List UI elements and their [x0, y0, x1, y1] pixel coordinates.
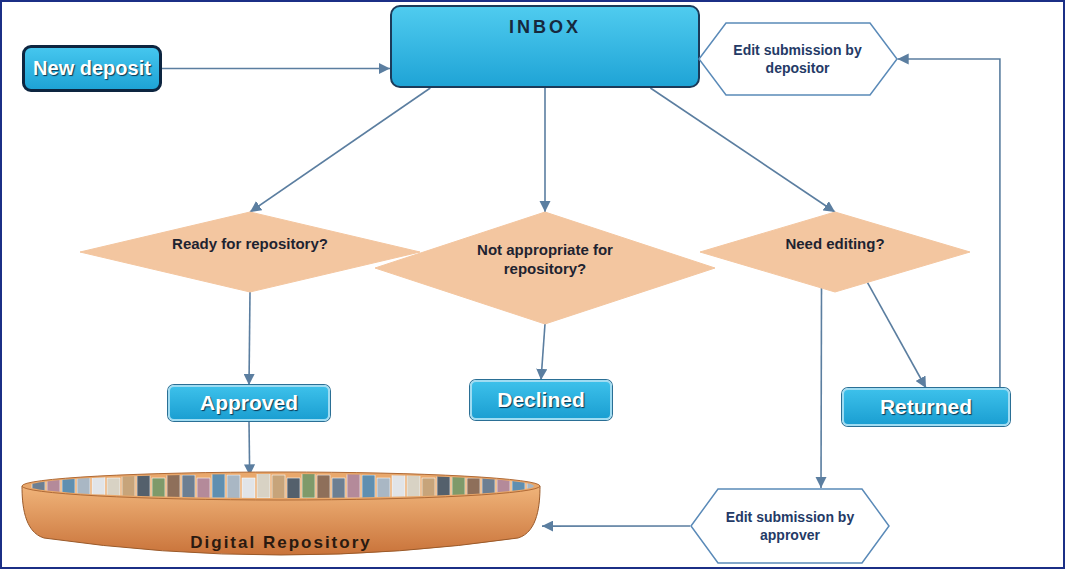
thumbnail: [122, 472, 135, 498]
text-group: INBOX: [509, 17, 581, 38]
drum-rim: [22, 472, 540, 500]
thumbnail: [482, 472, 495, 498]
node-label: INBOX: [509, 17, 581, 38]
decision-diamond: Ready for repository?: [80, 212, 420, 292]
thumbnail: [317, 475, 330, 501]
thumbnail: [407, 475, 420, 501]
text-group: Need editing?: [785, 234, 884, 253]
thumbnail: [182, 475, 195, 501]
status-box: Returned: [842, 388, 1010, 426]
thumbnail: [437, 472, 450, 498]
status-box: New deposit: [22, 45, 162, 92]
thumbnail: [452, 475, 465, 501]
flow-arrow: [162, 68, 390, 70]
decision-diamond: Not appropriate for repository?: [375, 212, 715, 324]
flow-arrow: [541, 324, 545, 380]
edit-hexagon: Edit submission by approver: [690, 488, 890, 564]
node-label: Edit submission by approver: [720, 508, 860, 544]
thumbnail: [512, 478, 525, 504]
flow-arrow: [542, 525, 690, 527]
text-group: New deposit: [33, 57, 151, 80]
text-group: Edit submission by depositor: [728, 41, 868, 77]
thumbnail: [227, 475, 240, 501]
edit-hexagon: Edit submission by depositor: [698, 22, 898, 96]
flow-arrow: [820, 288, 822, 488]
text-group: Not appropriate for repository?: [465, 240, 625, 278]
thumbnail: [62, 478, 75, 504]
text-group: Returned: [880, 395, 972, 419]
repository-drum: Digital Repository: [20, 470, 542, 562]
thumbnail: [347, 472, 360, 498]
decision-diamond: Need editing?: [700, 212, 970, 292]
text-group: Declined: [497, 388, 585, 412]
text-group: Digital Repository: [190, 533, 371, 553]
thumbnail: [47, 475, 60, 501]
flow-arrow: [249, 292, 250, 385]
thumbnail: [242, 478, 255, 504]
text-group: Ready for repository?: [172, 234, 328, 253]
node-label: Need editing?: [785, 234, 884, 253]
thumbnail: [497, 475, 510, 501]
hex-outline: [690, 488, 890, 564]
thumbnail: [152, 478, 165, 504]
flow-arrow: [898, 59, 1000, 388]
thumbnail: [257, 472, 270, 498]
thumbnail: [197, 478, 210, 504]
status-box: Approved: [168, 385, 330, 421]
hexagon-outline: [691, 489, 889, 563]
node-label: Edit submission by depositor: [728, 41, 868, 77]
text-group: Edit submission by approver: [720, 508, 860, 544]
thumbnail: [137, 475, 150, 501]
thumbnail: [92, 475, 105, 501]
thumbnail: [392, 472, 405, 498]
diamond-fill: [375, 212, 715, 324]
flow-arrow: [250, 88, 430, 212]
thumbnail: [212, 472, 225, 498]
node-label: New deposit: [33, 57, 151, 80]
diamond-outline: [700, 212, 970, 292]
thumbnail: [467, 478, 480, 504]
thumbnail: [272, 475, 285, 501]
hex-outline: [698, 22, 898, 96]
thumbnail: [287, 478, 300, 504]
thumbnail: [107, 478, 120, 504]
node-label: Declined: [497, 388, 585, 412]
thumbnail: [362, 475, 375, 501]
flow-arrow: [544, 88, 546, 212]
thumbnail: [32, 472, 45, 498]
document-thumbnails: [32, 472, 540, 504]
thumbnail: [77, 472, 90, 498]
thumbnail: [527, 472, 540, 498]
flow-arrow: [650, 88, 835, 212]
node-label: Not appropriate for repository?: [465, 240, 625, 278]
text-group: Approved: [200, 391, 298, 415]
diamond-fill: [80, 212, 420, 292]
hexagon-outline: [699, 23, 897, 95]
node-label: Approved: [200, 391, 298, 415]
node-label: Digital Repository: [190, 533, 371, 553]
thumbnail: [332, 478, 345, 504]
node-label: Ready for repository?: [172, 234, 328, 253]
diamond-fill: [700, 212, 970, 292]
status-box: Declined: [470, 380, 612, 420]
thumbnail: [302, 472, 315, 498]
node-label: Returned: [880, 395, 972, 419]
thumbnail: [167, 472, 180, 498]
thumbnail: [422, 478, 435, 504]
inbox-box: INBOX: [390, 5, 700, 88]
diamond-outline: [80, 212, 420, 292]
flow-arrow: [867, 282, 926, 388]
flow-arrow: [248, 421, 250, 476]
thumbnail: [377, 478, 390, 504]
